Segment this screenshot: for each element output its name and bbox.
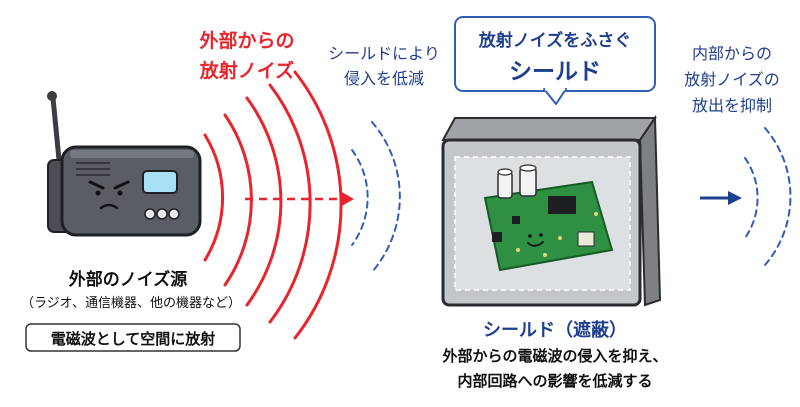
noise-source-title: 外部のノイズ源 bbox=[68, 270, 188, 290]
radio-device-icon bbox=[47, 91, 202, 237]
internal-suppression-label: 内部からの 放射ノイズの 放出を抑制 bbox=[684, 44, 780, 115]
reduce-intrusion-label: シールドにより 侵入を低減 bbox=[328, 44, 440, 88]
reduced-waves-right bbox=[744, 127, 792, 266]
callout-line-1: 放射ノイズをふさぐ bbox=[478, 31, 632, 51]
callout-line-2: シールド bbox=[509, 59, 601, 85]
shield-callout-box bbox=[454, 16, 656, 105]
shield-description: 外部からの電磁波の侵入を抑え、 内部回路への影響を低減する bbox=[442, 347, 668, 390]
external-noise-label: 外部からの 放射ノイズ bbox=[199, 30, 295, 82]
internal-suppression-arrow bbox=[700, 191, 742, 205]
shield-box-icon bbox=[441, 114, 662, 307]
radiation-label: 電磁波として空間に放射 bbox=[50, 330, 216, 348]
reduced-waves-left bbox=[351, 121, 401, 273]
noise-source-examples: （ラジオ、通信機器、他の機器など） bbox=[21, 296, 241, 311]
shield-title: シールド（遮蔽） bbox=[483, 320, 627, 341]
external-noise-arrow bbox=[245, 191, 354, 207]
radiation-label-box bbox=[25, 323, 241, 352]
